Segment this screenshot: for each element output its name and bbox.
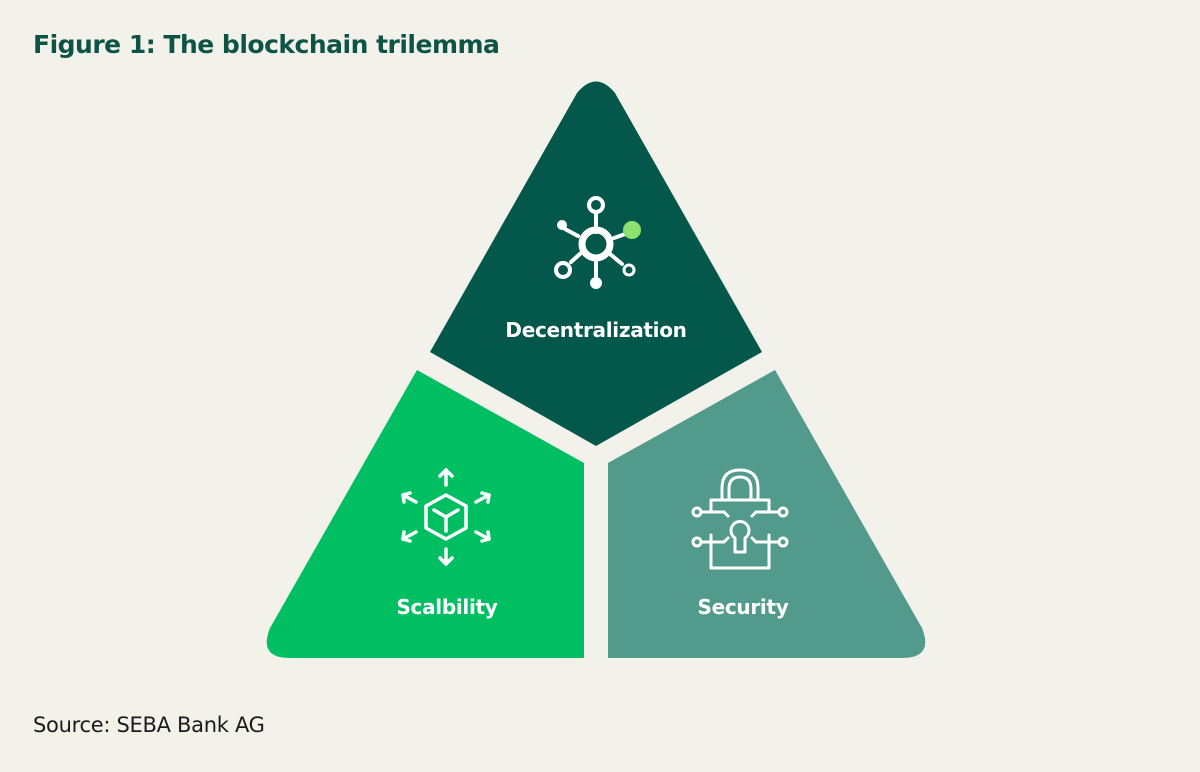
source-caption: Source: SEBA Bank AG (33, 713, 265, 737)
segment-label-scalability: Scalbility (396, 595, 497, 619)
network-nodes-icon (554, 196, 641, 289)
segment-label-decentralization: Decentralization (505, 318, 686, 342)
cube-expand-arrows-icon (401, 468, 491, 566)
figure-title: Figure 1: The blockchain trilemma (33, 30, 500, 59)
segment-label-security: Security (698, 595, 789, 619)
circuit-padlock-icon (691, 468, 789, 570)
segment-scalability: Scalbility (266, 370, 584, 658)
segment-decentralization: Decentralization (430, 81, 762, 446)
segment-security-shape (608, 370, 926, 658)
segment-security: Security (608, 370, 926, 658)
